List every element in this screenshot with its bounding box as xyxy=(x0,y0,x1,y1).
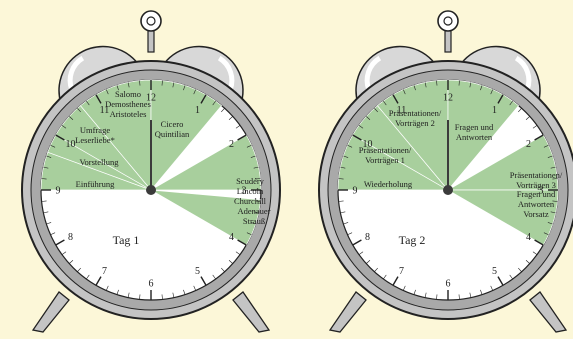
day-label: Tag 2 xyxy=(399,233,426,247)
segment-label: Wiederholung xyxy=(364,179,413,189)
segment-label: Vorsatz xyxy=(523,209,549,219)
hour-number-2: 2 xyxy=(526,139,531,150)
segment-label: Churchill xyxy=(234,196,267,206)
segment-label: Aristoteles xyxy=(110,109,147,119)
segment-label: Präsentationen/ xyxy=(389,108,442,118)
clock-day-1: 121234567891011EinführungVorstellungUmfr… xyxy=(22,11,280,332)
leg-left xyxy=(33,292,69,332)
clock-day-2: 121234567891011WiederholungPräsentatione… xyxy=(319,11,573,332)
segment-label: Vorträgen 2 xyxy=(395,118,435,128)
hour-number-5: 5 xyxy=(492,266,497,277)
leg-right xyxy=(233,292,269,332)
day-label: Tag 1 xyxy=(113,233,140,247)
segment-label: Quintilian xyxy=(155,129,190,139)
segment-label: Leserliebe* xyxy=(75,135,115,145)
segment-label: Vorträgen 1 xyxy=(365,155,405,165)
segment-label: Demosthenes xyxy=(105,99,151,109)
hour-number-6: 6 xyxy=(446,279,451,290)
segment-label: Strauß xyxy=(243,216,265,226)
hour-number-1: 1 xyxy=(195,105,200,116)
segment-label: Präsentationen/ xyxy=(510,170,563,180)
hour-number-4: 4 xyxy=(229,232,234,243)
segment-label: Antworten xyxy=(518,199,555,209)
winder-knob xyxy=(141,11,161,31)
center-hub xyxy=(146,185,156,195)
hour-number-12: 12 xyxy=(443,93,453,104)
hour-number-8: 8 xyxy=(365,232,370,243)
segment-label: Fragen und xyxy=(517,189,556,199)
segment-label: Cicero xyxy=(161,119,184,129)
segment-label: Salomo xyxy=(115,89,141,99)
segment-label: Scudéry xyxy=(236,176,265,186)
hour-number-9: 9 xyxy=(56,186,61,197)
hour-number-4: 4 xyxy=(526,232,531,243)
hour-number-9: 9 xyxy=(353,186,358,197)
hour-number-7: 7 xyxy=(399,266,404,277)
hour-number-1: 1 xyxy=(492,105,497,116)
center-hub xyxy=(443,185,453,195)
leg-left xyxy=(330,292,366,332)
segment-label: Vorstellung xyxy=(79,157,119,167)
hour-number-2: 2 xyxy=(229,139,234,150)
segment-label: Adenauer xyxy=(237,206,270,216)
segment-label: Präsentationen/ xyxy=(359,145,412,155)
winder-knob xyxy=(438,11,458,31)
hour-number-5: 5 xyxy=(195,266,200,277)
segment-label: Lincoln xyxy=(237,186,264,196)
winder-stem xyxy=(445,30,451,52)
leg-right xyxy=(530,292,566,332)
hour-number-10: 10 xyxy=(65,139,75,150)
hour-number-6: 6 xyxy=(149,279,154,290)
segment-label: Antworten xyxy=(456,132,493,142)
hour-number-8: 8 xyxy=(68,232,73,243)
segment-label: Umfrage xyxy=(80,125,110,135)
hour-number-7: 7 xyxy=(102,266,107,277)
segment-label: Fragen und xyxy=(455,122,494,132)
winder-stem xyxy=(148,30,154,52)
segment-label: Einführung xyxy=(76,179,115,189)
